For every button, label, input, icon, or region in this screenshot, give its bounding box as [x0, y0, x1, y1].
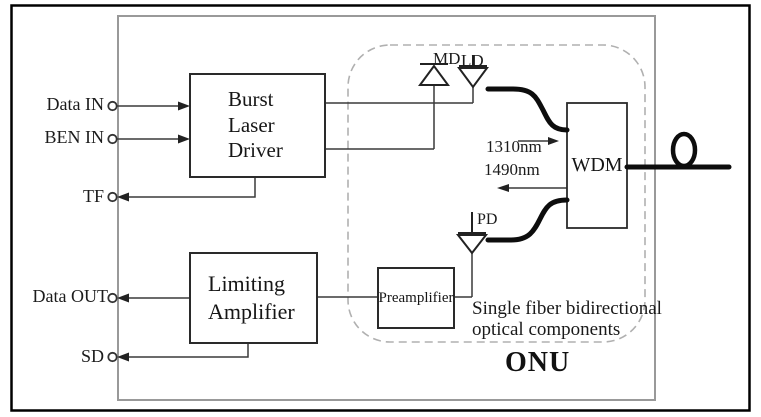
- signal-lines: [117, 85, 567, 358]
- outer-frame: [10, 4, 751, 412]
- function-blocks: [189, 73, 628, 344]
- data-in-terminal-icon: [107, 100, 118, 112]
- wavelength-1310-label: 1310nm: [486, 137, 542, 156]
- burst-laser-driver-block: Burst Laser Driver: [190, 74, 325, 177]
- preamplifier-block: Preamplifier: [378, 268, 454, 328]
- limiting-amplifier-line1: Limiting: [208, 271, 285, 296]
- preamplifier-box: [377, 267, 455, 329]
- wdm-box: [566, 102, 628, 229]
- optical-fibers: [485, 86, 732, 243]
- ld-to-wdm-fiber: [485, 86, 570, 133]
- fiber-loop-icon: [670, 131, 698, 169]
- wavelength-1490-label: 1490nm: [484, 160, 540, 179]
- driver-to-md-line: [325, 85, 435, 150]
- limiting-amplifier-block: Limiting Amplifier: [190, 253, 317, 343]
- data-out-arrowhead-icon: [117, 293, 129, 303]
- wdm-block: WDM: [567, 103, 627, 228]
- burst-laser-driver-line3: Driver: [228, 138, 283, 163]
- pd-diode-icon: [455, 212, 489, 255]
- preamplifier-label: Preamplifier: [378, 289, 454, 306]
- burst-laser-driver-line2: Laser: [228, 112, 275, 137]
- preamp-to-pd-line: [454, 253, 473, 298]
- data-out-terminal-icon: [107, 292, 118, 304]
- ben-in-terminal-icon: [107, 133, 118, 145]
- onu-label: ONU: [505, 347, 571, 378]
- tf-label: TF: [82, 186, 104, 206]
- sd-label: SD: [80, 346, 104, 366]
- sd-line: [129, 343, 249, 358]
- limiting-amplifier-line2: Amplifier: [208, 299, 295, 324]
- driver-to-ld-line: [325, 87, 474, 104]
- terminals: [107, 100, 118, 363]
- limiting-amplifier-box: [189, 252, 318, 344]
- onu-boundary-box: [117, 15, 656, 401]
- arrowheads: [117, 101, 559, 362]
- diode-symbols: [418, 55, 489, 255]
- optical-components-dashed-box: [347, 44, 646, 343]
- burst-laser-driver-line1: Burst: [228, 87, 274, 112]
- tf-terminal-icon: [107, 191, 118, 203]
- ben-in-arrowhead-icon: [178, 134, 190, 144]
- data-out-label: Data OUT: [32, 286, 108, 306]
- pd-label: PD: [477, 211, 498, 228]
- wdm-label: WDM: [571, 154, 623, 176]
- optical-note-line1: Single fiber bidirectional: [472, 298, 662, 319]
- data-in-arrowhead-icon: [178, 101, 190, 111]
- data-in-label: Data IN: [46, 94, 104, 114]
- md-diode-icon: [418, 63, 450, 86]
- ld-diode-icon: [457, 55, 489, 89]
- wavelength-up-arrowhead-icon: [548, 137, 559, 145]
- optical-note-line2: optical components: [472, 319, 621, 340]
- sd-arrowhead-icon: [117, 352, 129, 362]
- tf-line: [129, 177, 256, 198]
- burst-laser-driver-box: [189, 73, 326, 178]
- tf-arrowhead-icon: [117, 192, 129, 202]
- md-label: MD: [433, 49, 461, 68]
- wavelength-down-arrowhead-icon: [497, 184, 509, 192]
- ld-label: LD: [461, 51, 484, 70]
- wdm-to-pd-fiber: [485, 197, 570, 243]
- sd-terminal-icon: [107, 351, 118, 363]
- ben-in-label: BEN IN: [44, 127, 105, 147]
